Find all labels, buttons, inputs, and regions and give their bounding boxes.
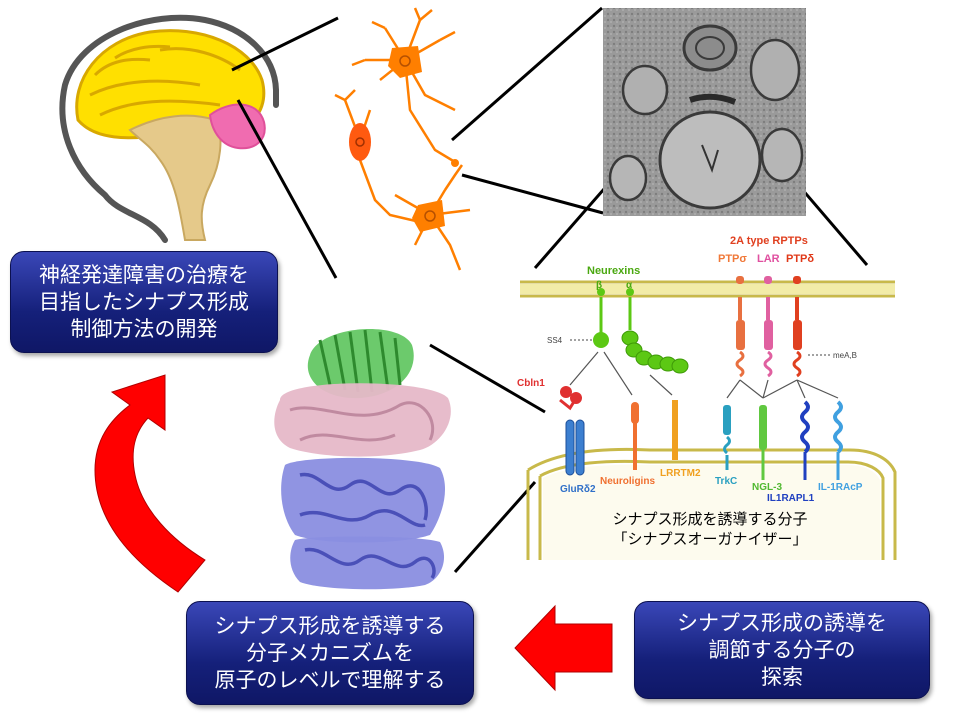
ptp-sigma-label: PTPσ	[718, 253, 747, 265]
caption-line-1: シナプス形成を誘導する分子	[612, 510, 808, 528]
goal-box: 神経発達障害の治療を 目指したシナプス形成 制御方法の開発	[10, 251, 278, 353]
ptp-delta-label: PTPδ	[786, 253, 814, 265]
search-line-2: 調節する分子の	[708, 637, 856, 662]
alpha-label: α	[626, 280, 633, 291]
goal-line-1: 神経発達障害の治療を	[39, 262, 249, 287]
mea-b-label: meA,B	[833, 351, 857, 360]
lar-label: LAR	[757, 253, 780, 265]
beta-label: β	[596, 280, 602, 291]
cbln1-label: Cbln1	[517, 378, 545, 389]
molecule-search-box: シナプス形成の誘導を 調節する分子の 探索	[634, 601, 930, 699]
ngl3-label: NGL-3	[752, 482, 782, 493]
brain-illustration	[59, 14, 279, 243]
neurexins-label: Neurexins	[587, 265, 640, 277]
ss4-label: SS4	[547, 336, 563, 345]
atomic-line-3: 原子のレベルで理解する	[214, 667, 446, 692]
synapse-diagram: 2A type RPTPs Neurexins β α SS4 PTPσ LAR…	[517, 235, 897, 560]
search-line-3: 探索	[761, 664, 803, 689]
atomic-mechanism-box: シナプス形成を誘導する 分子メカニズムを 原子のレベルで理解する	[186, 601, 474, 705]
synapse-organizer-caption: シナプス形成を誘導する分子 「シナプスオーガナイザー」	[560, 509, 860, 549]
glurd2-label: GluRδ2	[560, 484, 596, 495]
rptp-header: 2A type RPTPs	[730, 235, 808, 247]
goal-line-3: 制御方法の開発	[70, 316, 218, 341]
electron-micrograph	[603, 8, 806, 216]
search-line-1: シナプス形成の誘導を	[677, 610, 887, 635]
left-arrow	[514, 604, 613, 692]
connector-lines	[231, 6, 869, 573]
curved-up-arrow	[94, 374, 206, 593]
trkc-label: TrkC	[715, 476, 737, 487]
il1racp-label: IL-1RAcP	[818, 482, 863, 493]
atomic-line-1: シナプス形成を誘導する	[214, 613, 446, 638]
atomic-line-2: 分子メカニズムを	[246, 640, 414, 665]
neuroligins-label: Neuroligins	[600, 476, 655, 487]
protein-structure	[274, 328, 451, 590]
neuron-bodies	[349, 46, 459, 232]
lrrtm2-label: LRRTM2	[660, 468, 701, 479]
caption-line-2: 「シナプスオーガナイザー」	[612, 530, 808, 548]
il1rapl1-label: IL1RAPL1	[767, 493, 815, 504]
goal-line-2: 目指したシナプス形成	[39, 289, 249, 314]
